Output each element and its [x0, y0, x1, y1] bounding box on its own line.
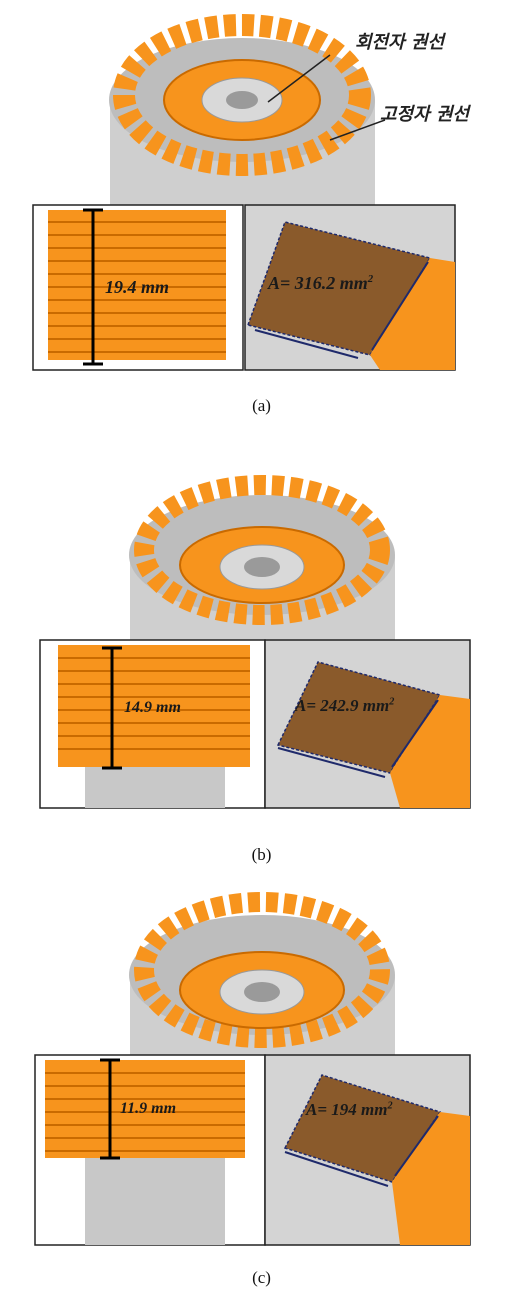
- slot-cross-section: [247, 221, 432, 356]
- shaft-hole: [244, 557, 280, 577]
- leader-rotor: [267, 54, 331, 103]
- coil-stack: [45, 1060, 245, 1158]
- rotor-winding-label: 회전자 권선: [355, 32, 445, 53]
- panel-a-figure: [32, 14, 456, 371]
- area-arrow-depth: [371, 261, 429, 351]
- panel-b: 14.9 mm A= 242.9 mm2 (b): [0, 455, 523, 875]
- slot-side-winding: [390, 695, 470, 808]
- slot-side-winding: [370, 258, 455, 370]
- coil-stack: [58, 645, 250, 767]
- leader-stator: [329, 119, 386, 141]
- area-arrow-width: [254, 329, 359, 359]
- area-arrow-width: [284, 1151, 389, 1187]
- slot-cross-section: [276, 661, 442, 774]
- panel-a: 회전자 권선 고정자 권선 19.4 mm A= 316.2 mm2 (a): [0, 0, 523, 420]
- panel-c: 11.9 mm A= 194 mm2 (c): [0, 880, 523, 1300]
- area-arrow-depth: [394, 1115, 439, 1177]
- height-label: 11.9 mm: [120, 1100, 177, 1117]
- area-arrow-depth: [391, 699, 439, 768]
- area-label: A= 242.9 mm2: [295, 696, 395, 715]
- area-label: A= 316.2 mm2: [268, 273, 374, 293]
- height-label: 19.4 mm: [105, 277, 170, 297]
- caption-c: (c): [252, 1268, 271, 1287]
- stator-winding-label: 고정자 권선: [380, 104, 470, 125]
- shaft-hole: [244, 982, 280, 1002]
- stator-winding-ring: [113, 14, 371, 176]
- coil-base: [85, 1158, 225, 1245]
- slot-side-winding: [392, 1112, 470, 1245]
- stator-winding-ring: [134, 892, 390, 1048]
- area-arrow-width: [277, 747, 386, 778]
- coil-base: [85, 765, 225, 808]
- stator-winding-ring: [134, 475, 390, 625]
- panel-b-figure: [39, 475, 471, 809]
- caption-b: (b): [251, 845, 272, 864]
- area-label: A= 194 mm2: [306, 1100, 393, 1119]
- coil-stack: [48, 210, 226, 360]
- shaft-hole: [226, 91, 258, 109]
- height-label: 14.9 mm: [124, 699, 181, 716]
- panel-c-figure: [34, 892, 471, 1246]
- caption-a: (a): [252, 396, 271, 415]
